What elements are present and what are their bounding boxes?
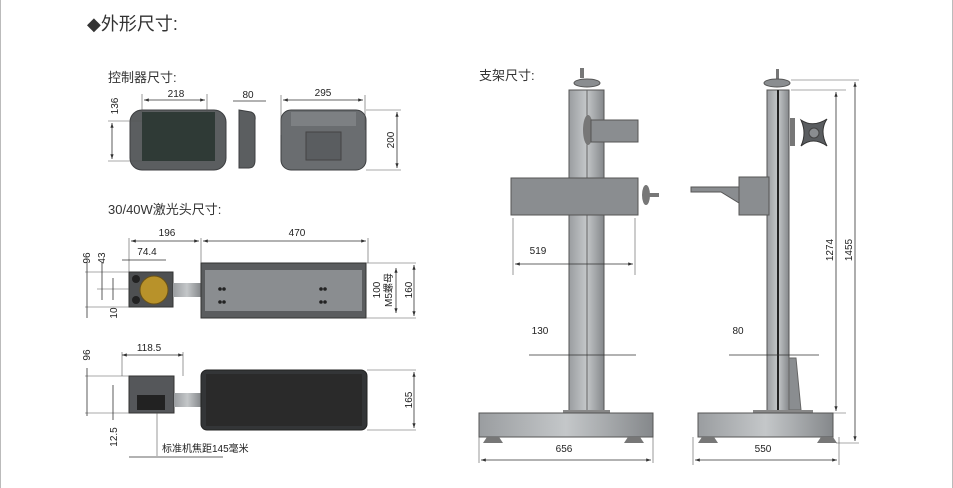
- stand-front-view: [478, 68, 659, 443]
- dim-side-165: 165: [404, 391, 415, 408]
- controller-side-view: [238, 109, 256, 169]
- dim-controller-height: 136: [110, 97, 121, 114]
- dim-body-length: 470: [289, 228, 306, 239]
- stand-label: 支架尺寸:: [479, 68, 535, 83]
- dim-width-160: 160: [404, 281, 415, 298]
- laser-head-label: 30/40W激光头尺寸:: [108, 202, 221, 217]
- dim-base-depth: 550: [755, 444, 772, 455]
- dim-side-head-length: 118.5: [137, 343, 162, 354]
- laser-head-side-view: [128, 369, 368, 431]
- dim-side-12-5: 12.5: [109, 427, 120, 447]
- dim-controller-back-width: 295: [315, 88, 332, 99]
- controller-back-view: [280, 109, 367, 171]
- dim-lens-offset: 74.4: [137, 247, 157, 258]
- dim-head-43: 43: [97, 252, 108, 264]
- dim-side-96: 96: [82, 349, 93, 361]
- controller-label: 控制器尺寸:: [108, 70, 177, 85]
- mount-note: M5螺母: [383, 273, 395, 307]
- page-title: ◆外形尺寸:: [87, 14, 178, 34]
- dim-head-10: 10: [109, 307, 120, 319]
- dim-mount-100: 100: [372, 281, 383, 298]
- dim-column-height: 1274: [825, 238, 836, 261]
- focal-length-note: 标准机焦距145毫米: [162, 442, 249, 455]
- dim-base-width: 656: [556, 444, 573, 455]
- dim-column-width: 130: [532, 326, 549, 337]
- dim-total-height: 1455: [844, 238, 855, 261]
- dim-head-96: 96: [82, 252, 93, 264]
- stand-side-view: [690, 69, 837, 443]
- dim-controller-back-height: 200: [386, 131, 397, 148]
- dim-controller-width: 218: [168, 89, 185, 100]
- dim-head-length: 196: [159, 228, 176, 239]
- controller-front-view: [129, 109, 227, 171]
- laser-head-top-view: [128, 262, 367, 319]
- dim-column-depth: 80: [732, 326, 744, 337]
- dim-controller-depth: 80: [242, 90, 254, 101]
- dim-arm-reach: 519: [530, 246, 547, 257]
